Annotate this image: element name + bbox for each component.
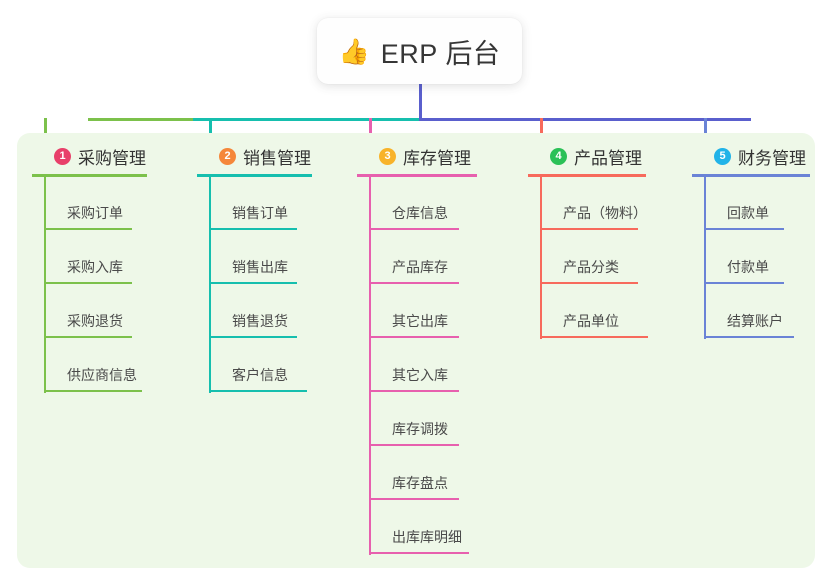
leaf-label: 客户信息 [232, 367, 288, 383]
leaf-spine-connector [44, 177, 46, 393]
category-underline [692, 174, 810, 177]
leaf-label: 采购入库 [67, 259, 123, 275]
leaf-underline [44, 282, 132, 284]
diagram-panel [17, 133, 815, 568]
category-underline [357, 174, 477, 177]
bus-segment-2 [193, 118, 419, 121]
category-label: 财务管理 [738, 148, 806, 168]
leaf-label: 销售出库 [232, 259, 288, 275]
leaf-label: 其它出库 [392, 313, 448, 329]
bus-segment-3 [419, 118, 751, 121]
category-column-2: 2 销售管理销售订单销售出库销售退货客户信息 [197, 143, 312, 393]
leaf-underline [369, 282, 459, 284]
category-header-2[interactable]: 2 销售管理 [197, 143, 312, 169]
category-header-5[interactable]: 5 财务管理 [692, 143, 810, 169]
leaf-label: 库存调拨 [392, 421, 448, 437]
leaf-label: 产品（物料） [563, 205, 647, 221]
leaf-underline [209, 336, 297, 338]
leaf-underline [44, 336, 132, 338]
thumbs-up-icon: 👍 [338, 37, 370, 66]
category-column-1: 1 采购管理采购订单采购入库采购退货供应商信息 [32, 143, 147, 393]
category-header-3[interactable]: 3 库存管理 [357, 143, 477, 169]
category-underline [197, 174, 312, 177]
leaf-underline [369, 336, 459, 338]
leaf-list: 回款单付款单结算账户 [692, 177, 810, 339]
leaf-underline [44, 390, 142, 392]
leaf-list: 销售订单销售出库销售退货客户信息 [197, 177, 312, 393]
leaf-label: 回款单 [727, 205, 769, 221]
leaf-spine-connector [209, 177, 211, 393]
leaf-label: 采购订单 [67, 205, 123, 221]
root-node-content: 👍 ERP 后台 [339, 32, 501, 71]
leaf-underline [369, 552, 469, 554]
leaf-spine-connector [369, 177, 371, 555]
category-label: 产品管理 [574, 148, 642, 168]
leaf-underline [369, 498, 459, 500]
leaf-label: 销售订单 [232, 205, 288, 221]
leaf-underline [540, 336, 648, 338]
leaf-list: 采购订单采购入库采购退货供应商信息 [32, 177, 147, 393]
leaf-spine-connector [704, 177, 706, 339]
leaf-underline [369, 228, 459, 230]
leaf-label: 产品库存 [392, 259, 448, 275]
branch-stub-1 [44, 118, 47, 141]
leaf-underline [209, 390, 307, 392]
category-number-badge: 2 [219, 147, 236, 165]
leaf-label: 采购退货 [67, 313, 123, 329]
category-header-1[interactable]: 1 采购管理 [32, 143, 147, 169]
leaf-label: 销售退货 [232, 313, 288, 329]
category-underline [32, 174, 147, 177]
root-node-card[interactable]: 👍 ERP 后台 [317, 18, 522, 84]
leaf-underline [209, 282, 297, 284]
category-label: 采购管理 [78, 148, 146, 168]
leaf-label: 产品单位 [563, 313, 619, 329]
leaf-label: 库存盘点 [392, 475, 448, 491]
leaf-underline [369, 444, 459, 446]
root-node-title: ERP 后台 [380, 38, 501, 69]
branch-stub-2 [209, 118, 212, 141]
category-number-badge: 5 [714, 147, 731, 165]
leaf-underline [209, 228, 297, 230]
category-number-badge: 1 [54, 147, 71, 165]
leaf-label: 仓库信息 [392, 205, 448, 221]
leaf-underline [704, 336, 794, 338]
leaf-label: 结算账户 [727, 313, 783, 329]
bus-segment-1 [88, 118, 193, 121]
leaf-spine-connector [540, 177, 542, 339]
category-column-5: 5 财务管理回款单付款单结算账户 [692, 143, 810, 339]
branch-stub-4 [540, 118, 543, 141]
leaf-underline [540, 228, 638, 230]
leaf-underline [369, 390, 459, 392]
category-column-4: 4 产品管理产品（物料） 产品分类产品单位 [528, 143, 648, 339]
category-label: 销售管理 [243, 148, 311, 168]
leaf-label: 出库库明细 [392, 529, 462, 545]
leaf-list: 仓库信息产品库存其它出库其它入库库存调拨库存盘点出库库明细 [357, 177, 477, 555]
leaf-underline [44, 228, 132, 230]
leaf-label: 其它入库 [392, 367, 448, 383]
leaf-underline [540, 282, 638, 284]
leaf-label: 付款单 [727, 259, 769, 275]
leaf-label: 产品分类 [563, 259, 619, 275]
leaf-label: 供应商信息 [67, 367, 137, 383]
category-column-3: 3 库存管理仓库信息产品库存其它出库其它入库库存调拨库存盘点出库库明细 [357, 143, 477, 555]
branch-stub-5 [704, 118, 707, 141]
leaf-underline [704, 282, 784, 284]
branch-stub-3 [369, 118, 372, 141]
category-number-badge: 4 [550, 147, 567, 165]
root-drop-connector [419, 84, 422, 121]
category-label: 库存管理 [403, 148, 471, 168]
category-underline [528, 174, 646, 177]
category-header-4[interactable]: 4 产品管理 [528, 143, 646, 169]
category-number-badge: 3 [379, 147, 396, 165]
leaf-list: 产品（物料） 产品分类产品单位 [528, 177, 648, 339]
leaf-underline [704, 228, 784, 230]
